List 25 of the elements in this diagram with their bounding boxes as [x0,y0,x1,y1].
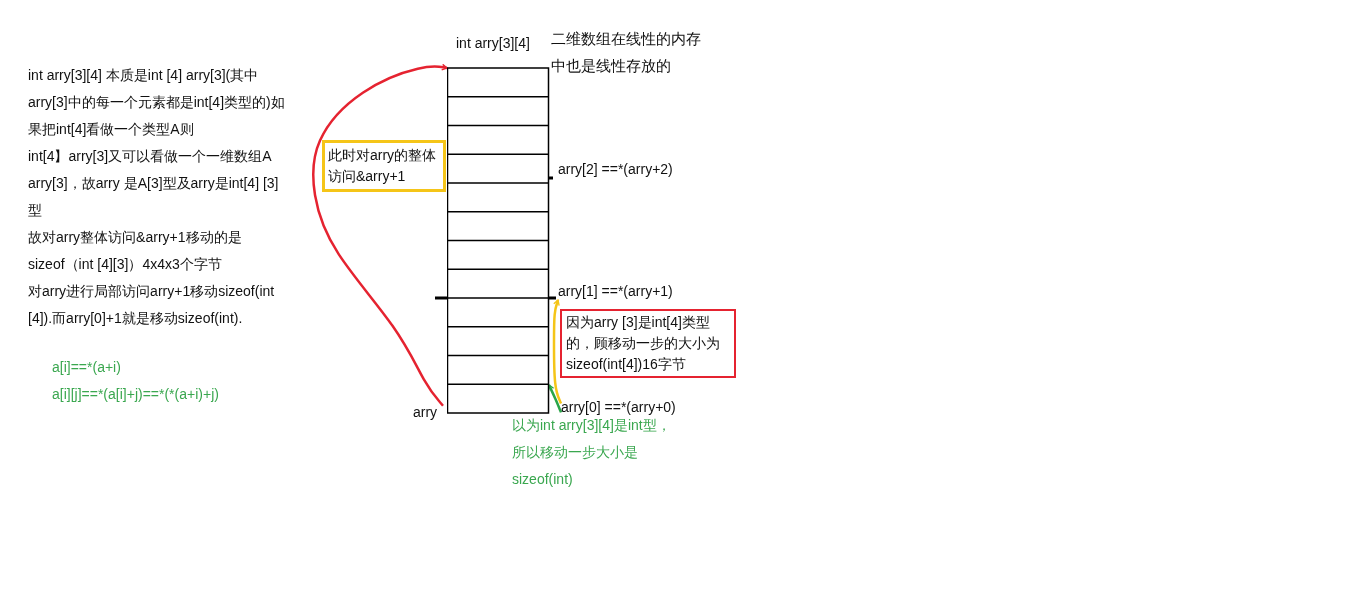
note-box: 因为arry [3]是int[4]类型的，顾移动一步的大小为sizeof(int[4])16字节 [560,309,736,378]
formula-note: a[i][j]==*(a[i]+j)==*(*(a+i)+j) [52,385,219,403]
array-element-label: arry[1] ==*(arry+1) [558,282,708,300]
note-text: arry[3]，故arry 是A[3]型及arry是int[4] [3] [28,174,279,192]
note-box: 此时对arry的整体访问&arry+1 [322,140,446,192]
arrow [552,299,563,404]
note-text: 对arry进行局部访问arry+1移动sizeof(int [28,282,275,300]
note-text: int arry[3][4] 本质是int [4] arry[3](其中 [28,66,259,84]
pointer-expression-label: arry[2] ==*(arry+2) [558,160,673,178]
note-text: [4]).而arry[0]+1就是移动sizeof(int). [28,309,243,327]
note-text: sizeof（int [4][3]）4x4x3个字节 [28,255,222,273]
formula-note: a[i]==*(a+i) [52,358,121,376]
note-text: int[4】arry[3]又可以看做一个一维数组A [28,147,272,165]
note-text: arry[3]中的每一个元素都是int[4]类型的)如 [28,93,285,111]
array-element-label: arry [413,403,443,421]
note-text: 型 [28,201,42,219]
formula-note: 所以移动一步大小是 [512,443,638,461]
array-element-label: arry[0] ==*(arry+0) [561,398,711,416]
note-text: 果把int[4]看做一个类型A则 [28,120,194,138]
formula-note: sizeof(int) [512,470,573,488]
note-text: 故对arry整体访问&arry+1移动的是 [28,228,242,246]
arrow [311,63,448,407]
formula-note: 以为int arry[3][4]是int型， [512,416,671,434]
array-declaration-heading: int arry[3][4] [456,34,530,52]
note-text: 二维数组在线性的内存中也是线性存放的 [551,29,702,76]
